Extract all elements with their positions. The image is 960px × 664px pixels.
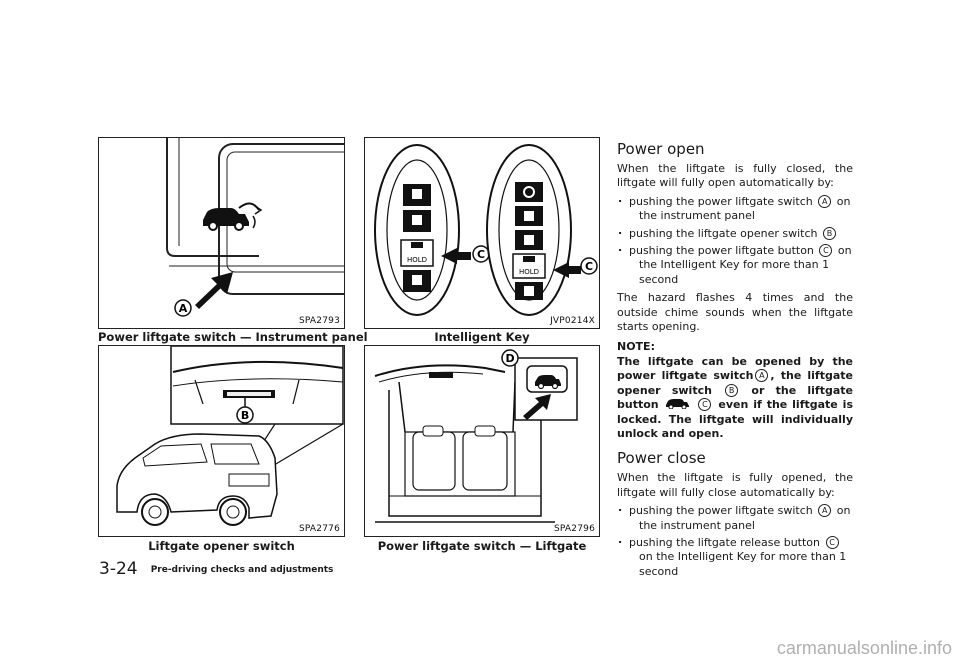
power-open-after: The hazard flashes 4 times and the outsi… <box>617 291 853 334</box>
page-footer: 3-24 Pre-driving checks and adjustments <box>99 559 333 579</box>
figure-caption: Power liftgate switch — Instrument panel <box>98 330 368 344</box>
svg-text:C: C <box>477 248 485 261</box>
svg-text:HOLD: HOLD <box>407 256 427 264</box>
svg-text:B: B <box>241 409 249 422</box>
key-fob-left: HOLD <box>374 144 460 316</box>
marker-a: A <box>755 369 769 383</box>
figure-code: SPA2776 <box>298 524 340 534</box>
power-close-list: pushing the power liftgate switch A on t… <box>617 501 853 579</box>
figure-liftgate-switch: D SPA2796 <box>364 345 600 537</box>
marker-c-right: C <box>580 257 598 275</box>
instrument-panel-illustration: A <box>166 138 344 317</box>
power-open-intro: When the liftgate is fully closed, the l… <box>617 162 853 190</box>
heading-power-close: Power close <box>617 449 706 468</box>
note-body: The liftgate can be opened by the power … <box>617 354 853 440</box>
figure-caption: Intelligent Key <box>434 330 530 344</box>
note-label: NOTE: <box>617 340 655 354</box>
intelligent-key-illustration: HOLD C HOLD C <box>374 144 598 316</box>
marker-a: A <box>174 299 192 317</box>
power-open-list: pushing the power liftgate switch A on t… <box>617 192 853 287</box>
figure-code: SPA2793 <box>298 316 340 326</box>
svg-text:A: A <box>179 302 188 315</box>
open-liftgate-illustration: D <box>374 349 578 523</box>
figure-caption: Power liftgate switch — Liftgate <box>377 539 587 553</box>
marker-c: C <box>819 244 833 258</box>
list-item: pushing the power liftgate switch A on t… <box>617 192 853 224</box>
svg-text:D: D <box>505 352 514 365</box>
marker-c: C <box>825 535 839 549</box>
marker-b: B <box>236 406 254 424</box>
liftgate-car-icon <box>203 202 263 231</box>
figure-code: JVP0214X <box>550 316 595 326</box>
marker-b: B <box>822 226 836 240</box>
figure-liftgate-opener-switch: B SPA2776 <box>98 345 345 537</box>
figure-intelligent-key: HOLD C HOLD C JVP0214X <box>364 137 600 329</box>
figure-instrument-panel-switch: A SPA2793 <box>98 137 345 329</box>
list-item: pushing the power liftgate button C on t… <box>617 241 853 287</box>
figure-code: SPA2796 <box>553 524 595 534</box>
list-item: pushing the power liftgate switch A on t… <box>617 501 853 533</box>
list-item: pushing the liftgate release button C on… <box>617 533 853 579</box>
liftgate-car-icon <box>665 399 689 410</box>
marker-c: C <box>698 398 712 412</box>
svg-text:HOLD: HOLD <box>519 268 539 276</box>
heading-power-open: Power open <box>617 140 705 158</box>
marker-a: A <box>818 194 832 208</box>
svg-text:C: C <box>585 260 593 273</box>
section-title: Pre-driving checks and adjustments <box>150 565 334 575</box>
key-fob-right: HOLD <box>486 144 572 316</box>
rear-vehicle-illustration: B <box>116 346 344 526</box>
power-close-intro: When the liftgate is fully opened, the l… <box>617 471 853 499</box>
watermark-text[interactable]: carmanualsonline.info <box>776 638 952 658</box>
page-number: 3-24 <box>99 559 138 579</box>
marker-c-left: C <box>472 245 490 263</box>
marker-b: B <box>725 383 739 397</box>
text-column: Power open When the liftgate is fully cl… <box>617 140 853 583</box>
marker-a: A <box>818 504 832 518</box>
figure-caption: Liftgate opener switch <box>148 539 295 553</box>
list-item: pushing the liftgate opener switch B <box>617 224 853 241</box>
marker-d: D <box>501 349 519 367</box>
